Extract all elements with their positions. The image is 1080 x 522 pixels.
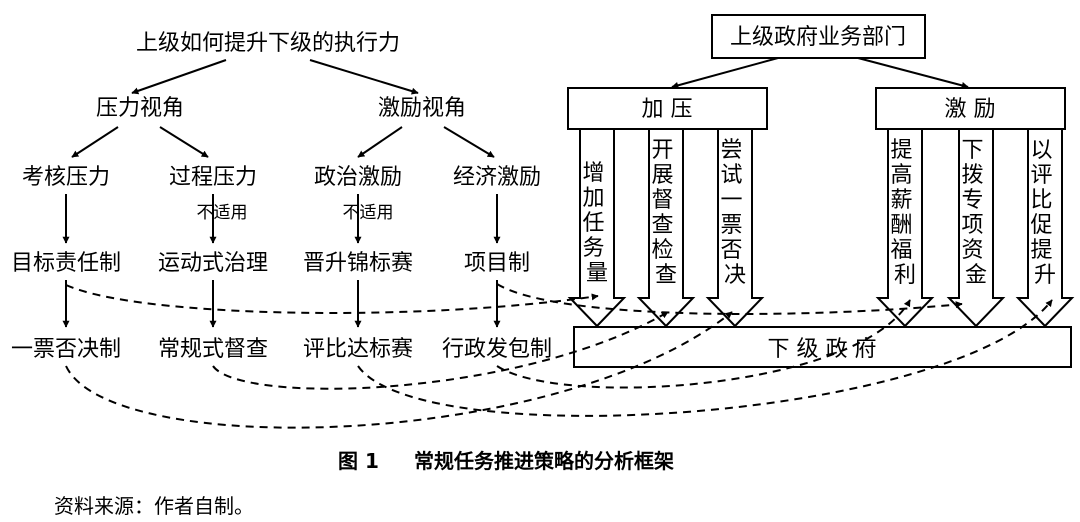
figure-number: 图 1 (338, 449, 379, 473)
evaluation-char: 以 (1030, 138, 1052, 163)
dashed-link-one-vote-veto-to-veto-trial (65, 311, 733, 429)
supervision-char: 查 (651, 213, 673, 238)
special-funds-char: 资 (961, 238, 983, 263)
campaign-governance-label: 运动式治理 (158, 251, 268, 276)
root-to-pressure-arrow (131, 59, 227, 95)
special-funds-char: 金 (965, 263, 987, 288)
not-applicable-note-process: 不适用 (197, 203, 248, 223)
block-arrow-increase-tasks (567, 128, 627, 328)
increase-tasks-label: 增 加 任 务 量 (582, 161, 611, 286)
lower-government-label: 下 级 政 府 (768, 337, 877, 362)
special-funds-char: 项 (961, 213, 983, 238)
increase-tasks-char: 加 (582, 186, 604, 211)
target-responsibility-label: 目标责任制 (11, 251, 121, 276)
assessment-pressure-label: 考核压力 (22, 165, 110, 190)
administrative-subcontract-label: 行政发包制 (442, 337, 552, 362)
block-arrow-special-funds (946, 128, 1006, 328)
incentive-to-economic-arrow (443, 126, 495, 158)
supervision-char: 展 (651, 163, 673, 188)
process-pressure-label: 过程压力 (169, 165, 257, 190)
root-to-incentive-arrow (309, 59, 419, 95)
not-applicable-note-political: 不适用 (343, 203, 394, 223)
pressure-box-label: 加 压 (642, 97, 693, 122)
veto-trial-label: 尝 试 一 票 否 决 (720, 138, 749, 288)
evaluation-char: 提 (1030, 238, 1052, 263)
special-funds-char: 下 (961, 138, 983, 163)
special-funds-char: 拨 (961, 163, 983, 188)
increase-tasks-char: 量 (586, 261, 608, 286)
supervision-char: 查 (655, 263, 677, 288)
special-funds-char: 专 (961, 188, 983, 213)
block-arrow-veto-trial (705, 128, 765, 328)
dashed-link-evaluation-contest-to-evaluation (357, 299, 1053, 417)
dashed-link-admin-subcontract-to-salary (496, 299, 911, 389)
supervision-char: 督 (651, 188, 673, 213)
increase-tasks-char: 增 (582, 161, 604, 186)
incentive-box (875, 87, 1066, 130)
evaluation-label: 以 评 比 促 提 升 (1030, 138, 1059, 288)
one-vote-veto-label: 一票否决制 (11, 337, 121, 362)
increase-tasks-char: 任 (582, 211, 604, 236)
salary-char: 酬 (890, 213, 912, 238)
figure-title: 常规任务推进策略的分析框架 (414, 449, 674, 473)
project-system-label: 项目制 (464, 251, 530, 276)
evaluation-contest-label: 评比达标赛 (303, 337, 413, 362)
veto-trial-char: 一 (720, 188, 742, 213)
upper-department-label: 上级政府业务部门 (730, 25, 906, 50)
incentive-perspective-label: 激励视角 (378, 96, 466, 121)
veto-trial-char: 决 (724, 263, 746, 288)
incentive-to-political-arrow (357, 126, 403, 158)
dashed-link-target-to-increase-tasks (65, 284, 599, 314)
veto-trial-char: 否 (720, 238, 742, 263)
dashed-link-routine-inspection-to-supervision (212, 311, 669, 390)
incentive-box-label: 激 励 (945, 97, 996, 122)
top-to-incentive-arrow (857, 57, 969, 89)
salary-char: 利 (894, 263, 916, 288)
veto-trial-char: 试 (720, 163, 742, 188)
block-arrow-evaluation (1015, 128, 1075, 328)
pressure-to-assessment-arrow (71, 126, 119, 158)
promotion-tournament-label: 晋升锦标赛 (303, 251, 413, 276)
pressure-perspective-label: 压力视角 (96, 96, 184, 121)
economic-incentive-label: 经济激励 (453, 165, 541, 190)
routine-inspection-label: 常规式督查 (158, 337, 268, 362)
evaluation-char: 比 (1030, 188, 1052, 213)
supervision-char: 检 (651, 238, 673, 263)
salary-char: 提 (890, 138, 912, 163)
upper-department-box (711, 14, 926, 59)
root-label: 上级如何提升下级的执行力 (136, 31, 400, 56)
supervision-label: 开 展 督 查 检 查 (651, 138, 680, 288)
supervision-char: 开 (651, 138, 673, 163)
political-incentive-label: 政治激励 (314, 165, 402, 190)
source-note: 资料来源：作者自制。 (54, 494, 254, 518)
evaluation-char: 促 (1030, 213, 1052, 238)
special-funds-label: 下 拨 专 项 资 金 (961, 138, 990, 288)
veto-trial-char: 票 (720, 213, 742, 238)
top-to-pressure-arrow (671, 57, 779, 89)
pressure-to-process-arrow (159, 126, 209, 158)
evaluation-char: 评 (1030, 163, 1052, 188)
salary-label: 提 高 薪 酬 福 利 (890, 138, 919, 288)
veto-trial-char: 尝 (720, 138, 742, 163)
block-arrow-salary (875, 128, 935, 328)
increase-tasks-char: 务 (582, 236, 604, 261)
evaluation-char: 升 (1034, 263, 1056, 288)
salary-char: 薪 (890, 188, 912, 213)
salary-char: 福 (890, 238, 912, 263)
salary-char: 高 (890, 163, 912, 188)
